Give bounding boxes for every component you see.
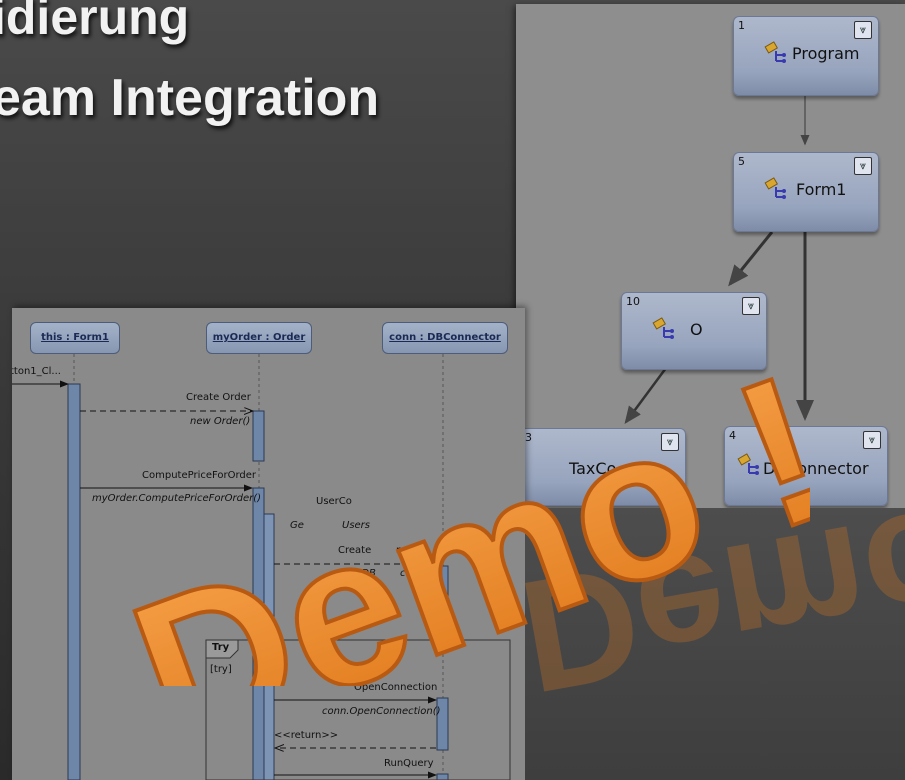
dependency-graph-edges [624, 96, 814, 425]
node-number: 3 [525, 431, 532, 444]
lifeline-dbconnector[interactable]: conn : DBConnector [382, 322, 508, 354]
node-taxcomputer[interactable]: 3 ⩔ TaxCo [520, 428, 686, 506]
sequence-diagram-lines [12, 354, 511, 780]
message-label: Create [338, 545, 372, 556]
dependency-graph-panel: 1 ⩔ Program 5 ⩔ Form1 10 ⩔ O 3 ⩔ TaxCo 4… [516, 4, 905, 508]
class-icon [764, 177, 786, 199]
slide-title-line-2: eam Integration [0, 69, 380, 127]
node-label: DBConnector [763, 459, 869, 478]
node-number: 10 [626, 295, 640, 308]
collapse-icon[interactable]: ⩔ [854, 157, 872, 175]
message-label: new Order() [190, 416, 251, 427]
class-icon [764, 41, 786, 63]
node-number: 1 [738, 19, 745, 32]
collapse-icon[interactable]: ⩔ [742, 297, 760, 315]
message-label: OpenConnection [354, 682, 438, 693]
node-label: Program [792, 44, 860, 63]
collapse-icon[interactable]: ⩔ [854, 21, 872, 39]
message-label: RunQuery [384, 758, 434, 769]
edge-form1-order [728, 231, 774, 287]
sequence-diagram-panel: this : Form1 myOrder : Order conn : DBCo… [12, 308, 525, 780]
node-number: 5 [738, 155, 745, 168]
node-form1[interactable]: 5 ⩔ Form1 [733, 152, 879, 232]
class-icon [652, 317, 674, 339]
node-label: O [690, 320, 703, 339]
node-number: 4 [729, 429, 736, 442]
message-label: <<return>> [274, 730, 339, 741]
class-icon [737, 453, 759, 475]
collapse-icon[interactable]: ⩔ [661, 433, 679, 451]
edge-order-taxcomputer [624, 367, 668, 425]
message-label: Users [342, 520, 371, 531]
reflection-area [525, 508, 905, 780]
message-label: w DB [350, 568, 376, 579]
message-label: Create Order [186, 392, 251, 403]
message-label: conn.OpenConnection() [322, 706, 441, 717]
message-label: ctor() [400, 568, 428, 579]
message-label: Ge [290, 520, 304, 531]
message-label: UserCo [316, 496, 352, 507]
lifeline-order[interactable]: myOrder : Order [206, 322, 312, 354]
message-label: ComputePriceForOrder [142, 470, 257, 481]
message-label: nector [396, 545, 429, 556]
fragment-keyword: Try [212, 642, 230, 653]
node-program[interactable]: 1 ⩔ Program [733, 16, 879, 96]
node-order[interactable]: 10 ⩔ O [621, 292, 767, 370]
message-label: tton1_Cl... [12, 366, 61, 377]
message-label: myOrder.ComputePriceForOrder() [92, 493, 262, 504]
collapse-icon[interactable]: ⩔ [863, 431, 881, 449]
node-dbconnector[interactable]: 4 ⩔ DBConnector [724, 426, 888, 506]
slide-title-line-1: idierung [0, 0, 190, 45]
node-label: Form1 [796, 180, 847, 199]
lifeline-form1[interactable]: this : Form1 [30, 322, 120, 354]
fragment-guard: [try] [210, 664, 232, 675]
node-label: TaxCo [569, 459, 617, 478]
